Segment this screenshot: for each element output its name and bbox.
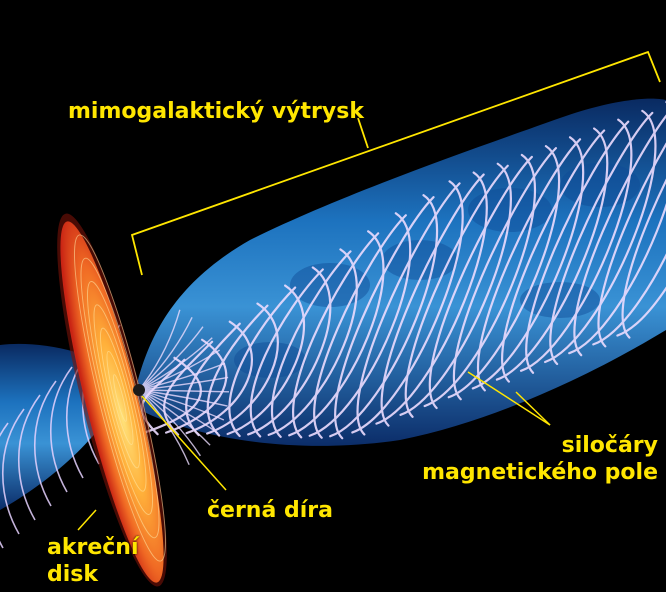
black-hole-label: černá díra xyxy=(207,497,333,524)
main-jet xyxy=(136,84,666,464)
disk-label-line2: disk xyxy=(47,561,139,588)
field-lines-label-line1: siločáry xyxy=(422,432,658,459)
field-lines-label: siločáry magnetického pole xyxy=(422,432,658,486)
disk-label-line1: akreční xyxy=(47,534,139,561)
field-lines-label-line2: magnetického pole xyxy=(422,459,658,486)
black-hole xyxy=(133,384,145,396)
accretion-disk-label: akreční disk xyxy=(47,534,139,588)
jet-label: mimogalaktický výtrysk xyxy=(68,98,364,125)
